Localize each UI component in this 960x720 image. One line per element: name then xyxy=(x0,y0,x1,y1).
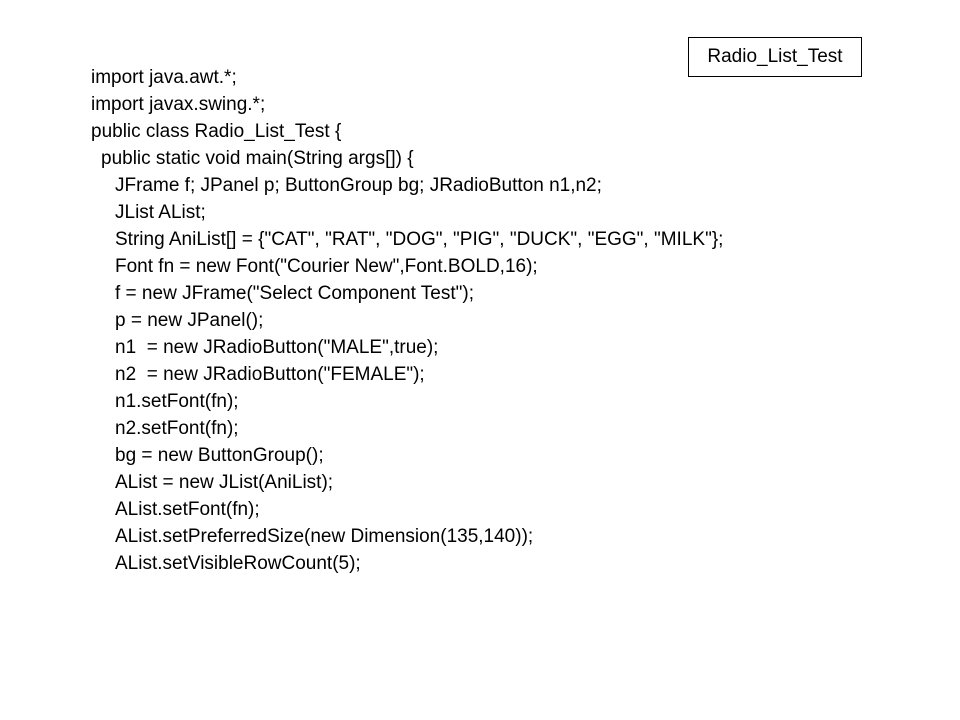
code-line: bg = new ButtonGroup(); xyxy=(115,445,324,466)
code-line: n1 = new JRadioButton("MALE",true); xyxy=(115,337,439,358)
code-line: AList.setPreferredSize(new Dimension(135… xyxy=(115,526,534,547)
code-line: import javax.swing.*; xyxy=(91,94,266,115)
code-line: public static void main(String args[]) { xyxy=(101,148,414,169)
code-line: n2.setFont(fn); xyxy=(115,418,239,439)
code-line: n1.setFont(fn); xyxy=(115,391,239,412)
slide-title-label: Radio_List_Test xyxy=(707,46,843,67)
code-line: import java.awt.*; xyxy=(91,67,237,88)
code-line: n2 = new JRadioButton("FEMALE"); xyxy=(115,364,425,385)
code-line: JList AList; xyxy=(115,202,206,223)
code-line: public class Radio_List_Test { xyxy=(91,121,342,142)
code-line: AList.setVisibleRowCount(5); xyxy=(115,553,361,574)
code-line: f = new JFrame("Select Component Test"); xyxy=(115,283,474,304)
code-line: AList = new JList(AniList); xyxy=(115,472,334,493)
code-line: String AniList[] = {"CAT", "RAT", "DOG",… xyxy=(115,229,724,250)
code-line: JFrame f; JPanel p; ButtonGroup bg; JRad… xyxy=(115,175,602,196)
code-line: Font fn = new Font("Courier New",Font.BO… xyxy=(115,256,538,277)
code-line: AList.setFont(fn); xyxy=(115,499,260,520)
slide-title-box: Radio_List_Test xyxy=(688,37,862,77)
code-line: p = new JPanel(); xyxy=(115,310,264,331)
code-block: import java.awt.*; import javax.swing.*;… xyxy=(91,64,931,577)
